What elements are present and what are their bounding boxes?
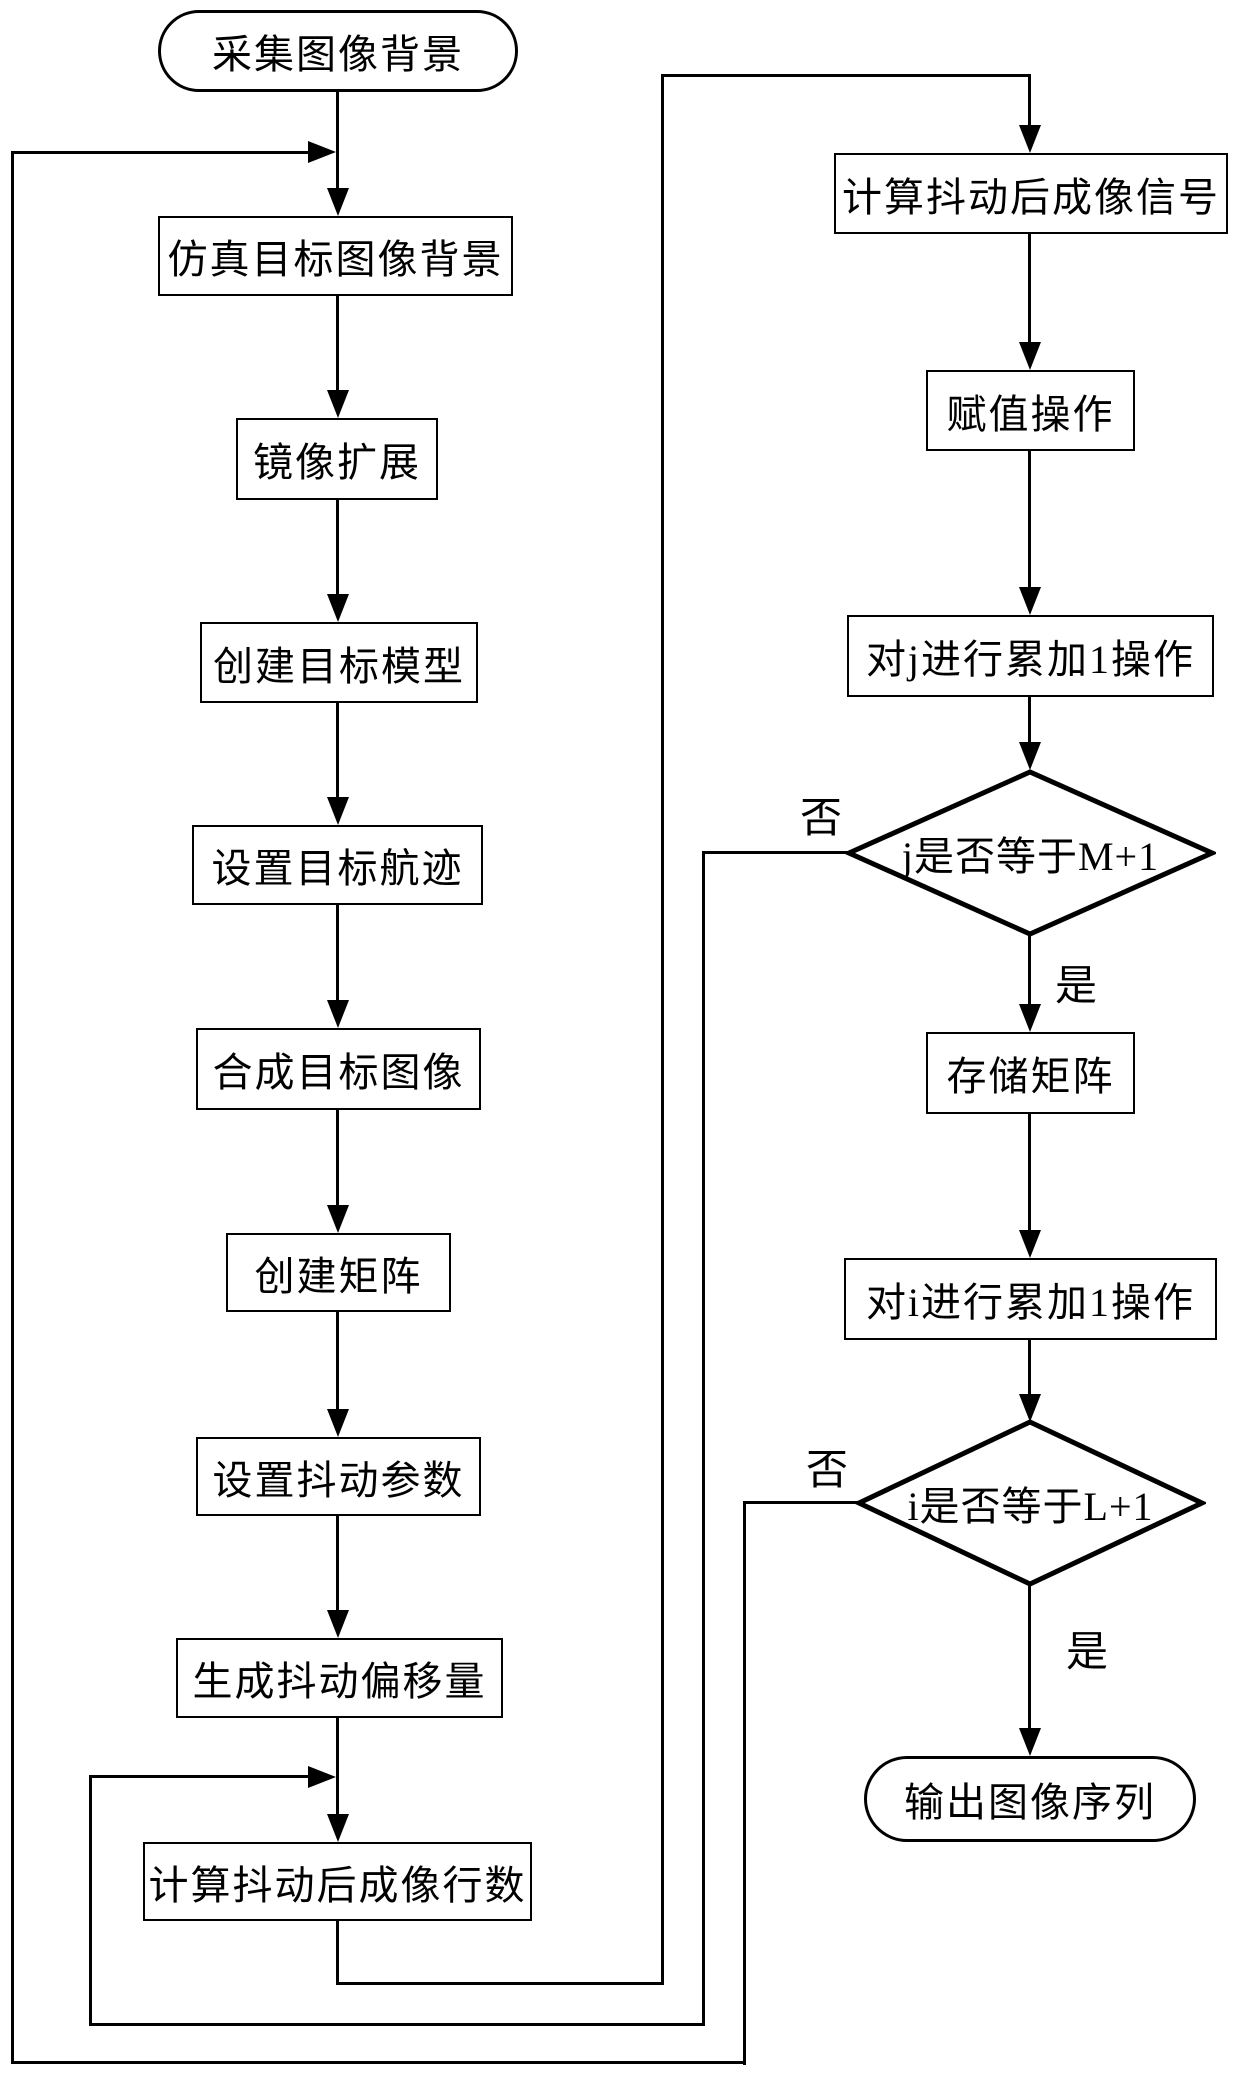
- loop-line: [702, 851, 705, 2026]
- arrowhead-down-icon: [327, 1814, 349, 1842]
- arrowhead-down-icon: [327, 188, 349, 216]
- connector-line: [336, 1982, 664, 1985]
- edge-label-yes-j: 是: [1055, 964, 1098, 1010]
- edge-label-yes-i: 是: [1066, 1630, 1109, 1676]
- process-create-matrix: 创建矩阵: [226, 1233, 451, 1312]
- process-store-matrix: 存储矩阵: [926, 1032, 1135, 1114]
- decision-j-label: j是否等于M+1: [901, 834, 1160, 879]
- edge-label-no-i: 否: [806, 1448, 849, 1494]
- loop-line: [11, 151, 311, 154]
- connector-line: [336, 1919, 339, 1985]
- connector-line: [336, 1514, 339, 1612]
- arrowhead-down-icon: [1019, 1728, 1041, 1756]
- process-set-jitter-params: 设置抖动参数: [196, 1437, 481, 1516]
- loop-line: [743, 1501, 859, 1504]
- connector-line: [336, 1716, 339, 1816]
- loop-line: [11, 151, 14, 2064]
- connector-line: [336, 1108, 339, 1207]
- connector-line: [661, 74, 664, 1985]
- process-increment-i: 对i进行累加1操作: [844, 1258, 1217, 1340]
- loop-line: [89, 2023, 705, 2026]
- start-terminator: 采集图像背景: [158, 10, 518, 92]
- connector-line: [336, 903, 339, 1002]
- process-increment-j: 对j进行累加1操作: [847, 615, 1214, 697]
- process-set-target-track: 设置目标航迹: [192, 825, 483, 905]
- connector-line: [1028, 74, 1031, 127]
- process-calc-lines-after-jitter: 计算抖动后成像行数: [143, 1842, 532, 1921]
- arrowhead-right-icon: [308, 1766, 336, 1788]
- process-sim-target-bg: 仿真目标图像背景: [158, 216, 513, 296]
- loop-line: [89, 1775, 311, 1778]
- arrowhead-down-icon: [1019, 587, 1041, 615]
- connector-line: [1028, 934, 1031, 1006]
- arrowhead-down-icon: [327, 390, 349, 418]
- process-create-target-model: 创建目标模型: [200, 622, 478, 703]
- arrowhead-down-icon: [327, 594, 349, 622]
- loop-line: [743, 1501, 746, 2065]
- diamond-shape-icon: [855, 1419, 1206, 1587]
- loop-line: [89, 1775, 92, 2026]
- arrowhead-down-icon: [1019, 1004, 1041, 1032]
- process-mirror-extend: 镜像扩展: [236, 418, 438, 500]
- connector-line: [661, 74, 1031, 77]
- connector-line: [336, 294, 339, 392]
- decision-i-diamond: i是否等于L+1: [855, 1418, 1206, 1588]
- connector-line: [336, 1310, 339, 1411]
- connector-line: [336, 90, 339, 190]
- arrowhead-down-icon: [327, 1610, 349, 1638]
- process-assign-op: 赋值操作: [926, 370, 1135, 451]
- connector-line: [336, 498, 339, 596]
- loop-line: [11, 2061, 746, 2064]
- connector-line: [1028, 449, 1031, 589]
- arrowhead-right-icon: [308, 141, 336, 163]
- connector-line: [1028, 232, 1031, 344]
- arrowhead-down-icon: [327, 797, 349, 825]
- edge-label-no-j: 否: [800, 796, 843, 842]
- decision-i-label: i是否等于L+1: [907, 1484, 1154, 1529]
- arrowhead-down-icon: [1019, 125, 1041, 153]
- arrowhead-down-icon: [327, 1205, 349, 1233]
- connector-line: [1028, 1338, 1031, 1394]
- process-gen-jitter-offset: 生成抖动偏移量: [176, 1638, 503, 1718]
- process-calc-signal-after-jitter: 计算抖动后成像信号: [834, 153, 1228, 234]
- decision-j-diamond: j是否等于M+1: [845, 768, 1216, 938]
- arrowhead-down-icon: [1019, 342, 1041, 370]
- connector-line: [1028, 695, 1031, 744]
- connector-line: [1028, 1584, 1031, 1730]
- diamond-shape-icon: [845, 769, 1216, 937]
- loop-line: [702, 851, 848, 854]
- arrowhead-down-icon: [1019, 1230, 1041, 1258]
- arrowhead-down-icon: [327, 1000, 349, 1028]
- process-synth-target-image: 合成目标图像: [196, 1028, 481, 1110]
- arrowhead-down-icon: [1019, 1394, 1041, 1422]
- end-terminator: 输出图像序列: [864, 1756, 1196, 1842]
- connector-line: [336, 701, 339, 799]
- arrowhead-down-icon: [1019, 742, 1041, 770]
- connector-line: [1028, 1110, 1031, 1232]
- arrowhead-down-icon: [327, 1409, 349, 1437]
